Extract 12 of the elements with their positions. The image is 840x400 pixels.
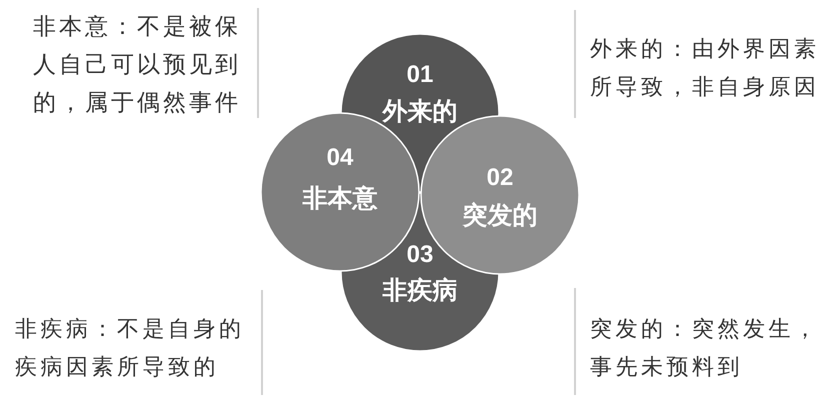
description-text: 非本意：不是被保人自己可以预见到的，属于偶然事件 — [33, 13, 242, 118]
step-number: 02 — [486, 166, 514, 190]
step-number: 01 — [406, 63, 434, 87]
description-text: 非疾病：不是自身的疾病因素所导致的 — [15, 316, 246, 382]
description-text: 外来的：由外界因素所导致，非自身原因 — [590, 36, 820, 102]
step-number: 03 — [406, 243, 434, 267]
circle-label: 突发的 — [462, 202, 538, 228]
circle-label: 外来的 — [382, 98, 458, 124]
description-text: 突发的：突然发生，事先未预料到 — [590, 316, 820, 382]
circle-label: 非本意 — [302, 186, 378, 210]
step-number: 04 — [326, 146, 354, 170]
circle-label: 非疾病 — [382, 278, 458, 302]
